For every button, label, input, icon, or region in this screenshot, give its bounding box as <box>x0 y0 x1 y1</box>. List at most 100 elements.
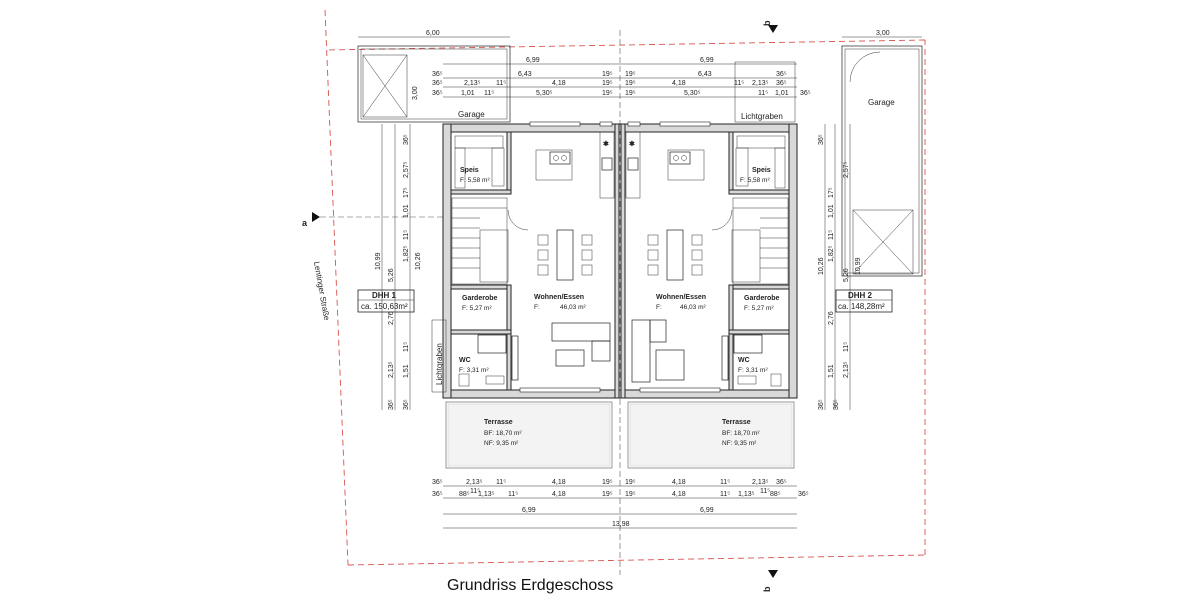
dim-top-r4-8: 1,01 <box>775 90 789 97</box>
dim-right-outer-0: 10,26 <box>818 257 825 275</box>
dim-top-r3-5: 19⁵ <box>625 80 636 87</box>
section-b-top-marker <box>768 25 778 33</box>
dim-top-r3-9: 36⁵ <box>776 80 787 87</box>
wohnen-left-area-value: 46,03 m² <box>560 304 586 311</box>
dim-top-r4-5: 19⁵ <box>625 90 636 97</box>
dim-right-2: 17⁵ <box>828 187 835 198</box>
dim-top-r4-0: 36⁵ <box>432 90 443 97</box>
dim-top-r4-7: 11⁵ <box>758 90 768 97</box>
furniture-left: ✱ <box>451 131 615 387</box>
dim-top-r3-8: 2,13⁵ <box>752 80 769 87</box>
wohnen-right-area-value: 46,03 m² <box>680 304 706 311</box>
dim-top-r2-2: 19⁵ <box>602 71 613 78</box>
dim-top-garage-left: 6,00 <box>426 30 440 37</box>
dim-right-12: 36⁵ <box>833 399 840 410</box>
wohnen-right-area-label: F: <box>656 304 662 311</box>
terrasse-right-nf: NF: 9,35 m² <box>722 440 757 447</box>
dim-top-r2-1: 6,43 <box>518 71 532 78</box>
dim-left-3: 1,01 <box>403 204 410 218</box>
wohnen-left-area-label: F: <box>534 304 540 311</box>
dim-left-7: 2,76 <box>388 311 395 325</box>
dim-top-r3-0: 36⁵ <box>432 80 443 87</box>
dim-left-6: 5,26 <box>388 268 395 282</box>
dim-right-4: 11⁵ <box>828 230 835 240</box>
dim-left-8: 11⁵ <box>403 342 410 352</box>
section-b-bottom-label: b <box>762 586 772 592</box>
dim-bot-half-left: 6,99 <box>522 507 536 514</box>
house-walls: Lichtgraben <box>431 121 798 399</box>
terrasse-right-bf: BF: 18,70 m² <box>722 430 760 437</box>
wc-left-area: F: 3,31 m² <box>459 367 489 374</box>
dims-right: 36⁵ 2,57⁵ 17⁵ 1,01 11⁵ 1,82⁵ 5,26 2,76 1… <box>818 124 862 410</box>
room-labels-right: Speis F: 5,58 m² Wohnen/Essen F: 46,03 m… <box>656 167 780 447</box>
dim-left-outer-0: 10,99 <box>375 252 382 270</box>
garderobe-left-area: F: 5,27 m² <box>462 305 492 312</box>
dim-top-half-left: 6,99 <box>526 57 540 64</box>
dim-right-5: 1,82⁵ <box>828 245 835 262</box>
dim-top-r4-2: 11⁵ <box>484 90 494 97</box>
dim-top-r4-4: 19⁵ <box>602 90 613 97</box>
dim-left-0: 36⁵ <box>403 134 410 145</box>
dim-right-0: 36⁵ <box>818 134 825 145</box>
section-b-bottom-marker <box>768 570 778 578</box>
terrasse-left-bf: BF: 18,70 m² <box>484 430 522 437</box>
dim-bot-r2-1: 88⁵ <box>459 491 470 498</box>
house-badge-right: DHH 2 ca. 148,28m² <box>835 289 893 313</box>
dim-right-1: 2,57⁵ <box>843 161 850 178</box>
house-badge-left: DHH 1 ca. 150,63m² <box>357 289 415 313</box>
dim-top-r4-6: 5,30⁵ <box>684 90 701 97</box>
speis-left-area: F: 5,58 m² <box>460 177 490 184</box>
garage-left: Garage <box>357 45 511 123</box>
dim-top-garage-right: 3,00 <box>876 30 890 37</box>
house-2-area: ca. 148,28m² <box>838 302 885 311</box>
speis-right-area: F: 5,58 m² <box>740 177 770 184</box>
speis-right-name: Speis <box>752 167 771 174</box>
garderobe-right-name: Garderobe <box>744 295 780 302</box>
dim-top-r4-3: 5,30⁵ <box>536 90 553 97</box>
section-a-label: a <box>302 218 308 228</box>
dim-top-r2-3: 19⁵ <box>625 71 636 78</box>
dim-top-r4-9: 36⁵ <box>800 90 811 97</box>
dim-left-12: 36⁵ <box>403 399 410 410</box>
dim-bot-r2-7: 4,18 <box>672 491 686 498</box>
dim-top-r2-4: 6,43 <box>698 71 712 78</box>
dim-bot-total: 13,98 <box>612 521 630 528</box>
dim-top-r3-1: 2,13⁵ <box>464 80 481 87</box>
room-labels-left: Speis F: 5,58 m² Wohnen/Essen F: 46,03 m… <box>459 167 586 447</box>
dim-bot-r2-10: 88⁵ <box>770 491 781 498</box>
furniture-right: ✱ <box>625 131 789 387</box>
dim-right-11: 36⁵ <box>818 399 825 410</box>
dim-top-r2-0: 36⁵ <box>432 71 443 78</box>
dim-right-7: 2,76 <box>828 311 835 325</box>
wc-left-name: WC <box>459 357 471 364</box>
dim-bot-r2-3: 11⁵ <box>508 491 518 498</box>
terrasse-left-name: Terrasse <box>484 419 513 426</box>
garderobe-left-name: Garderobe <box>462 295 498 302</box>
dim-top-r3-4: 19⁵ <box>602 80 613 87</box>
dim-bot-r2-8: 11⁵ <box>720 491 730 498</box>
dim-bot-r1-8: 2,13⁵ <box>752 479 769 486</box>
terrace-left <box>445 401 613 469</box>
wohnen-right-name: Wohnen/Essen <box>656 294 706 301</box>
dim-top-r3-2: 11⁵ <box>496 80 506 87</box>
dim-left-4: 11⁵ <box>403 230 410 240</box>
dim-bot-r1-7: 11⁵ <box>720 479 730 486</box>
garage-right: Garage <box>841 45 923 277</box>
wc-right-area: F: 3,31 m² <box>738 367 768 374</box>
terrasse-left-nf: NF: 9,35 m² <box>484 440 519 447</box>
dim-left-5: 1,82⁵ <box>403 245 410 262</box>
lichtgraben-left-label: Lichtgraben <box>435 343 444 385</box>
dim-top-r3-7: 11⁵ <box>734 80 744 87</box>
dim-bot-r1-sub-1: 11⁵ <box>760 488 770 495</box>
dim-bot-r1-4: 19⁵ <box>602 479 613 486</box>
dim-bot-r2-4: 4,18 <box>552 491 566 498</box>
dim-top-garage-height: 3,00 <box>412 86 419 100</box>
dim-top-r2-5: 36⁵ <box>776 71 787 78</box>
dim-left-10: 2,13⁵ <box>388 361 395 378</box>
section-b-top-label: b <box>762 20 772 26</box>
speis-left-name: Speis <box>460 167 479 174</box>
dim-bot-r1-6: 4,18 <box>672 479 686 486</box>
dim-bot-r2-0: 36⁵ <box>432 491 443 498</box>
terrace-right <box>627 401 795 469</box>
dim-bot-r1-2: 11⁵ <box>496 479 506 486</box>
